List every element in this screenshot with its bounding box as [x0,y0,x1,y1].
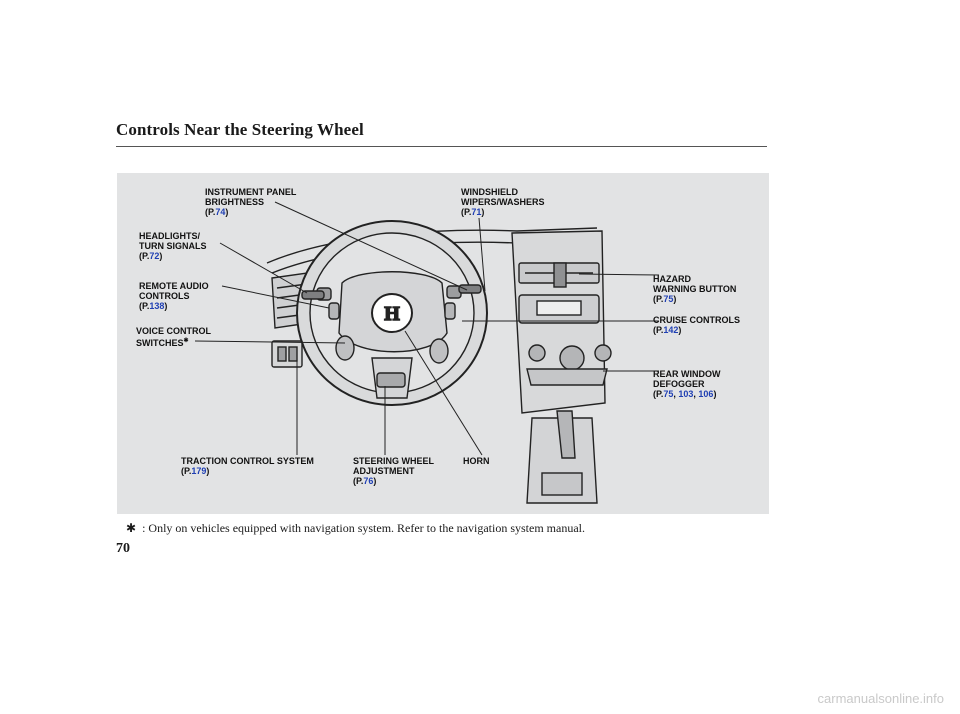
callout-rear-window-defogger: REAR WINDOW DEFOGGER (P.75, 103, 106) [653,369,721,399]
dashboard-drawing: H [194,201,660,504]
page-ref-link[interactable]: 106 [698,389,714,399]
page-ref-link[interactable]: 75 [663,389,674,399]
page-number: 70 [116,541,130,556]
page-ref-link[interactable]: 75 [663,294,674,304]
page-ref-link[interactable]: 138 [149,301,165,311]
callout-voice-control-switches: VOICE CONTROL SWITCHES✱ [136,326,212,348]
callout-windshield-wipers-washers: WINDSHIELD WIPERS/WASHERS (P.71) [461,187,545,217]
page-ref-link[interactable]: 179 [191,466,207,476]
page-title: Controls Near the Steering Wheel [116,120,364,139]
title-divider [116,146,767,147]
asterisk-icon: ✱ [126,521,137,535]
callout-remote-audio-controls: REMOTE AUDIO CONTROLS (P.138) [139,281,209,311]
page-ref-link[interactable]: 72 [149,251,160,261]
watermark: carmanualsonline.info [817,691,944,706]
callout-cruise-controls: CRUISE CONTROLS (P.142) [653,315,741,335]
callout-instrument-panel-brightness: INSTRUMENT PANEL BRIGHTNESS (P.74) [205,187,297,217]
page-ref-link[interactable]: 103 [678,389,694,399]
page-ref-link[interactable]: 76 [363,476,374,486]
page-ref-link[interactable]: 74 [215,207,226,217]
asterisk-icon: ✱ [183,338,189,344]
callout-hazard-warning-button: HAZARD WARNING BUTTON (P.75) [653,274,737,304]
page-ref-link[interactable]: 71 [471,207,482,217]
callout-horn: HORN [463,456,490,466]
page-ref-link[interactable]: 142 [663,325,679,335]
dashboard-illustration: H [117,173,769,514]
svg-text:H: H [384,303,400,325]
callout-headlights-turn-signals: HEADLIGHTS/ TURN SIGNALS (P.72) [139,231,207,261]
callout-traction-control-system: TRACTION CONTROL SYSTEM (P.179) [181,456,314,476]
callout-steering-wheel-adjustment: STEERING WHEEL ADJUSTMENT (P.76) [353,456,435,486]
footnote-text: : Only on vehicles equipped with navigat… [142,521,585,535]
footnote: ✱ : Only on vehicles equipped with naviga… [126,521,585,536]
